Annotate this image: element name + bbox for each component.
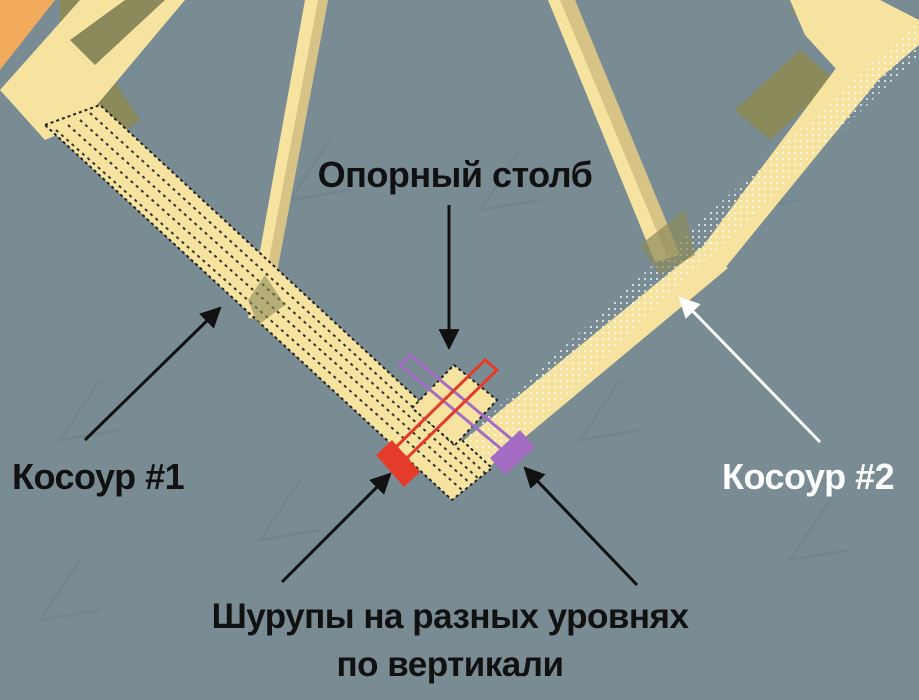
arrow-stringer-1 <box>83 306 222 442</box>
stringer-1-label: Косоур #1 <box>12 456 185 497</box>
top-left-beam <box>0 0 185 140</box>
arrow-screw-purple <box>523 466 639 587</box>
stringer-2 <box>452 20 919 470</box>
support-post <box>410 363 499 447</box>
arrow-screw-red <box>280 472 392 584</box>
shadow-blocks <box>60 0 835 145</box>
stringer-1 <box>43 103 494 502</box>
support-leg-right-shade <box>560 0 680 258</box>
screws-label-line-2: по вертикали <box>336 645 564 684</box>
support-leg-left-shade <box>258 0 328 320</box>
screws-label: Шурупы на разных уровнях по вертикали <box>0 593 900 689</box>
corner-block <box>0 0 55 70</box>
top-left-inner-shadow <box>70 0 165 65</box>
arrow-stringer-2 <box>678 296 822 444</box>
screws-label-line-1: Шурупы на разных уровнях <box>211 597 689 636</box>
post-label: Опорный столб <box>317 154 593 195</box>
screw-purple <box>397 352 535 475</box>
stringer-2-label: Косоур #2 <box>722 456 895 497</box>
screw-red <box>376 357 500 487</box>
